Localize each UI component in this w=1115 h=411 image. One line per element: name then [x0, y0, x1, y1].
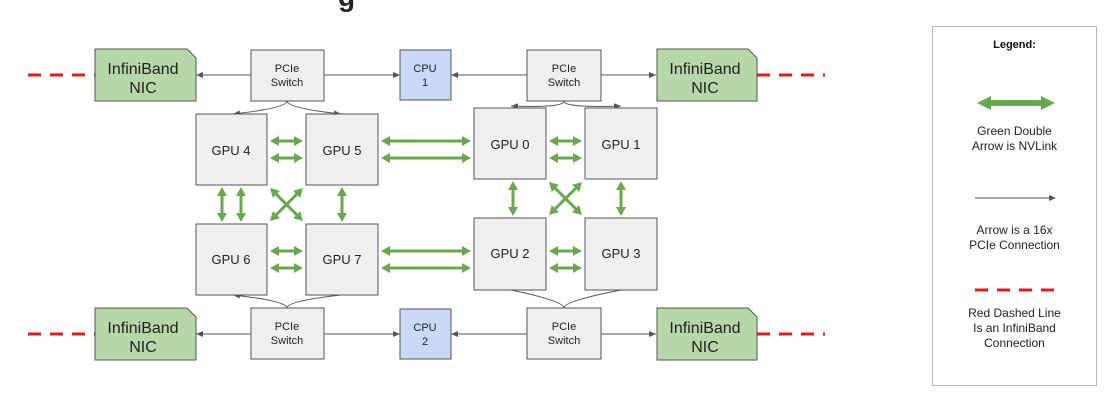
nvlink-gpu4-gpu6-a [217, 187, 227, 222]
nic-bottom-left-line2: NIC [129, 339, 157, 356]
legend-nvlink-line2: Arrow is NVLink [971, 139, 1058, 153]
legend-panel: Legend: Green Double Arrow is NVLink Arr… [932, 26, 1097, 386]
nvlink-gpu7-gpu2-a [381, 246, 471, 256]
nvlink-gpu4-gpu6-b [236, 187, 246, 222]
gpu-3: GPU 3 [584, 217, 658, 291]
pcie-switch-top-left-line2: Switch [271, 77, 303, 89]
pcie-link-switch-br-to-gpu2 [510, 289, 565, 309]
legend-pcie-line2: PCIe Connection [969, 238, 1060, 252]
nvlink-gpu1-gpu3 [616, 181, 626, 216]
nic-top-right: InfiniBand NIC [656, 48, 758, 102]
cpu-1: CPU 1 [399, 49, 452, 101]
nvlink-gpu0-gpu1-b [549, 153, 582, 163]
pcie-switch-top-left-line1: PCIe [275, 63, 299, 75]
pcie-switch-top-left: PCIe Switch [250, 49, 325, 102]
gpu-1-label: GPU 1 [601, 137, 640, 152]
gpu-7: GPU 7 [305, 223, 379, 296]
nic-top-left-line2: NIC [129, 80, 157, 97]
nvlink-gpu5-gpu6 [270, 188, 303, 221]
legend-infiniband-line3: Connection [984, 336, 1045, 350]
pcie-switch-bottom-left: PCIe Switch [250, 307, 325, 360]
legend-infiniband-line2: Is an InfiniBand [973, 321, 1056, 335]
nvlink-gpu0-gpu2 [508, 181, 518, 216]
pcie-links [196, 72, 656, 337]
gpu-5: GPU 5 [305, 113, 379, 186]
pcie-switch-top-right-line2: Switch [548, 77, 580, 89]
pcie-switch-top-right-line1: PCIe [552, 63, 576, 75]
gpu-5-label: GPU 5 [322, 143, 361, 158]
pcie-switch-top-right: PCIe Switch [526, 49, 602, 102]
pcie-link-switch-br-to-gpu3 [563, 289, 622, 309]
nvlink-gpu4-gpu5-a [270, 136, 303, 146]
infiniband-links [28, 73, 825, 336]
pcie-switch-bottom-left-line1: PCIe [275, 321, 299, 333]
gpu-4: GPU 4 [195, 113, 268, 186]
cpu-2: CPU 2 [399, 308, 452, 360]
nvlink-gpu6-gpu7-b [270, 263, 303, 273]
gpu-0: GPU 0 [473, 107, 547, 180]
gpu-7-label: GPU 7 [322, 252, 361, 267]
gpu-2-label: GPU 2 [490, 246, 529, 261]
nic-bottom-left-line1: InfiniBand [107, 320, 178, 337]
nic-bottom-right: InfiniBand NIC [656, 307, 758, 361]
nvlink-gpu2-gpu3-b [549, 263, 582, 273]
nic-bottom-right-line2: NIC [691, 339, 719, 356]
nvlink-gpu1-gpu2 [549, 182, 582, 215]
cpu-2-line2: 2 [422, 336, 428, 348]
pcie-link-switch-tr-to-gpu1 [563, 100, 622, 110]
gpu-4-label: GPU 4 [211, 143, 250, 158]
pcie-link-switch-tl-to-gpu4 [232, 100, 288, 117]
pcie-link-switch-bl-to-gpu6 [232, 292, 288, 309]
cpu-2-line1: CPU [413, 322, 436, 334]
nic-top-left: InfiniBand NIC [94, 48, 197, 102]
legend-pcie-line1: Arrow is a 16x [976, 223, 1053, 237]
legend-nvlink-line1: Green Double [977, 124, 1052, 138]
infiniband-dashed-line-icon [975, 288, 1057, 292]
nvlink-double-arrow-icon [977, 96, 1055, 110]
cpu-1-line2: 1 [422, 77, 428, 89]
legend-title: Legend: [993, 39, 1036, 51]
pcie-switch-bottom-right-line1: PCIe [552, 321, 576, 333]
nvlink-gpu0-gpu1-a [549, 136, 582, 146]
cpu-1-line1: CPU [413, 63, 436, 75]
legend-infiniband-line1: Red Dashed Line [968, 306, 1061, 320]
nvlink-gpu2-gpu3-a [549, 246, 582, 256]
pcie-link-switch-tl-to-gpu5 [286, 100, 342, 117]
nvlink-gpu5-gpu0-b [381, 153, 471, 163]
nic-top-right-line1: InfiniBand [669, 61, 740, 78]
nvlink-gpu4-gpu5-b [270, 153, 303, 163]
pcie-switch-bottom-left-line2: Switch [271, 335, 303, 347]
gpu-2: GPU 2 [473, 217, 547, 291]
gpu-3-label: GPU 3 [601, 246, 640, 261]
gpu-6: GPU 6 [195, 223, 268, 296]
nic-bottom-left: InfiniBand NIC [94, 307, 197, 361]
pcie-arrow-icon [975, 195, 1056, 201]
gpu-1: GPU 1 [584, 107, 658, 180]
nic-bottom-right-line1: InfiniBand [669, 320, 740, 337]
nic-top-right-line2: NIC [691, 80, 719, 97]
nvlink-gpu5-gpu0-a [381, 136, 471, 146]
pcie-link-switch-tr-to-gpu0 [510, 100, 565, 110]
nvlink-gpu6-gpu7-a [270, 246, 303, 256]
page-title-fragment: g [338, 0, 355, 12]
gpu-0-label: GPU 0 [490, 137, 529, 152]
pcie-link-switch-bl-to-gpu7 [286, 294, 342, 309]
gpu-6-label: GPU 6 [211, 252, 250, 267]
pcie-switch-bottom-right: PCIe Switch [526, 307, 602, 360]
pcie-switch-bottom-right-line2: Switch [548, 335, 580, 347]
nvlink-gpu5-gpu7 [337, 187, 347, 222]
nvlink-gpu7-gpu2-b [381, 263, 471, 273]
nvlink-links [217, 136, 626, 273]
nic-top-left-line1: InfiniBand [107, 61, 178, 78]
